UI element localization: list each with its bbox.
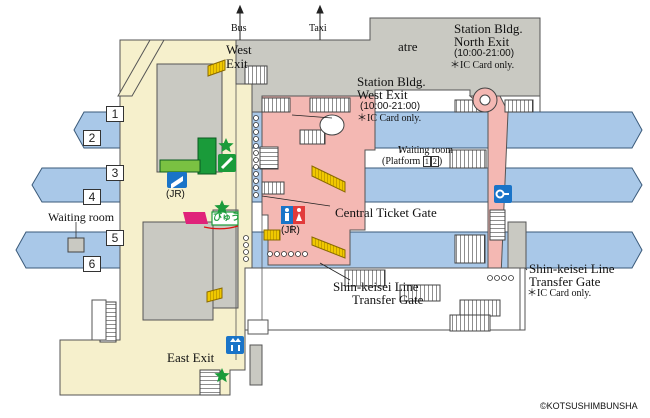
central-ticket-gate-label: Central Ticket Gate (335, 205, 437, 220)
platform-number-5: 5 (106, 230, 124, 246)
view-sign: びゅう (213, 212, 241, 222)
jr-ticket-office-icon (167, 172, 187, 189)
stairs (244, 65, 268, 85)
shinkeisei-gate-right-note: ＊IC Card only. (527, 288, 592, 299)
platform-number-4: 4 (83, 189, 101, 205)
waiting-room-box (67, 237, 85, 253)
jr-toilet-label: (JR) (281, 225, 300, 236)
east-exit-label: East Exit (167, 350, 215, 365)
shinkeisei-gate-right-1: Shin-keisei Line (529, 261, 615, 276)
arrow-up-icon (236, 4, 324, 40)
west-bldg-hours: (10:00-21:00) (360, 101, 421, 112)
toilet-icon (281, 206, 305, 224)
west-bldg-title-2: West Exit (357, 87, 408, 102)
shinkeisei-gate-right-2: Transfer Gate (529, 274, 601, 289)
key-locker-icon (494, 185, 512, 203)
platform-number-1: 1 (106, 106, 124, 122)
shinkeisei-gate-2: Transfer Gate (352, 292, 424, 307)
jr-ticket-office-label: (JR) (166, 189, 185, 200)
taxi-label: Taxi (309, 23, 327, 34)
west-bldg-title-1: Station Bldg. (357, 74, 426, 89)
view-plaza-icon (183, 212, 208, 224)
building-block-lower (142, 221, 214, 321)
copyright: ©KOTSUSHIMBUNSHA (540, 401, 638, 411)
bus-label: Bus (231, 23, 247, 34)
north-exit-title-2: North Exit (454, 34, 510, 49)
atre-label: atre (398, 39, 418, 54)
waiting-room-platform-label: Waiting room (398, 145, 454, 156)
green-star-icon (214, 138, 234, 383)
west-bldg-note: ＊IC Card only. (357, 113, 422, 124)
west-exit-label: West Exit (226, 42, 252, 71)
central-ticket-gate-markers (243, 115, 514, 281)
ticket-counter-green (197, 137, 217, 175)
platform-number-2: 2 (83, 130, 101, 146)
shinkeisei-gate-1: Shin-keisei Line (333, 279, 419, 294)
north-exit-note: ＊IC Card only. (450, 60, 515, 71)
elevator-icon (226, 336, 244, 354)
platform-number-3: 3 (106, 165, 124, 181)
escalator (311, 165, 346, 193)
ticket-machine-icon (218, 154, 236, 172)
north-exit-title-1: Station Bldg. (454, 21, 523, 36)
north-exit-hours: (10:00-21:00) (454, 48, 515, 59)
waiting-room-left-label: Waiting room (48, 210, 115, 224)
platform-number-6: 6 (83, 256, 101, 272)
